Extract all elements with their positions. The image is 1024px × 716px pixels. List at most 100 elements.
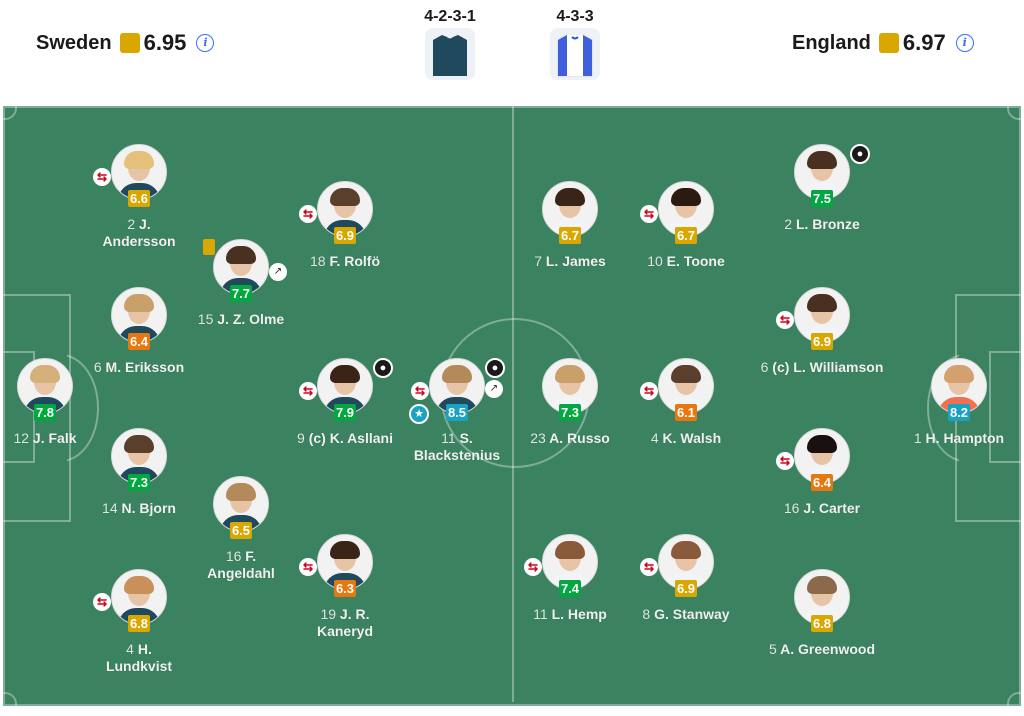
player-name: 16 J. Carter (752, 500, 892, 517)
player-name: 11 S.Blackstenius (387, 430, 527, 464)
player-name-text: K. Walsh (658, 430, 722, 446)
player-name-text: (c) L. Williamson (768, 359, 884, 375)
info-icon[interactable]: i (196, 34, 215, 52)
away-team: England 6.97 i (792, 30, 974, 56)
match-header: Sweden 6.95 i 4-2-3-1 4-3-3 England 6.97… (0, 0, 1024, 106)
player-rating: 8.2 (948, 404, 970, 421)
player-number: 7 (534, 253, 542, 269)
player-name-text: N. Bjorn (117, 500, 176, 516)
player-name-text: E. Toone (662, 253, 725, 269)
player-card[interactable]: 6.8 4 H.Lundkvist ⇆ (69, 569, 209, 674)
player-name-text: S. (455, 430, 473, 446)
player-number: 6 (93, 359, 102, 375)
corner-arc (0, 96, 17, 120)
player-number: 4 (650, 430, 659, 446)
substitution-icon: ⇆ (93, 593, 111, 611)
player-number: 23 (530, 430, 546, 446)
star-icon: ★ (409, 404, 429, 424)
player-name: 5 A. Greenwood (752, 641, 892, 658)
player-rating: 6.1 (675, 404, 697, 421)
player-name: 11 L. Hemp (500, 606, 640, 623)
player-number: 1 (913, 430, 922, 446)
player-rating: 7.4 (559, 580, 581, 597)
player-name: 6 (c) L. Williamson (752, 359, 892, 376)
player-number: 18 (309, 253, 326, 269)
player-number: 2 (127, 216, 136, 232)
player-number: 2 (784, 216, 793, 232)
player-name: 9 (c) K. Asllani (275, 430, 415, 447)
player-number: 8 (642, 606, 651, 622)
player-number: 16 (783, 500, 800, 516)
player-rating: 6.8 (128, 615, 150, 632)
player-number: 14 (102, 500, 118, 516)
info-icon[interactable]: i (955, 34, 974, 52)
player-name-text: Kaneryd (316, 623, 374, 639)
player-name-text: Andersson (102, 233, 176, 249)
player-card[interactable]: 6.4 16 J. Carter ⇆ (752, 428, 892, 516)
player-name-text: F. (241, 548, 257, 564)
player-rating: 7.5 (811, 190, 833, 207)
player-rating: 7.8 (34, 404, 56, 421)
player-name-text: Blackstenius (413, 447, 501, 463)
substitution-icon: ⇆ (299, 382, 317, 400)
assist-boot-icon: ↗ (269, 263, 287, 281)
substitution-icon: ⇆ (640, 382, 658, 400)
substitution-icon: ⇆ (776, 452, 794, 470)
goal-ball-icon: ● (485, 358, 505, 378)
player-rating: 6.5 (230, 522, 252, 539)
substitution-icon: ⇆ (524, 558, 542, 576)
player-name-text: L. Hemp (547, 606, 607, 622)
substitution-icon: ⇆ (411, 382, 429, 400)
player-card[interactable]: 6.1 4 K. Walsh ⇆ (616, 358, 756, 446)
substitution-icon: ⇆ (640, 205, 658, 223)
player-number: 11 (533, 606, 548, 622)
player-name-text: J. Z. Olme (213, 311, 285, 327)
player-name-text: G. Stanway (650, 606, 730, 622)
player-number: 12 (13, 430, 30, 446)
substitution-icon: ⇆ (299, 558, 317, 576)
player-name: 10 E. Toone (616, 253, 756, 270)
player-name-text: H. (133, 641, 152, 657)
player-rating: 6.6 (128, 190, 150, 207)
player-name-text: (c) K. Asllani (304, 430, 393, 446)
player-name-text: Angeldahl (207, 565, 275, 581)
player-name-text: J. R. (336, 606, 370, 622)
corner-arc (1007, 692, 1024, 716)
player-name-text: Lundkvist (105, 658, 173, 674)
corner-arc (1007, 96, 1024, 120)
away-team-name: England (792, 31, 871, 54)
player-number: 10 (647, 253, 663, 269)
home-team-rating: 6.95 (143, 30, 187, 55)
player-number: 4 (126, 641, 134, 657)
player-name-text: M. Eriksson (101, 359, 185, 375)
player-rating: 6.4 (811, 474, 833, 491)
right-goal-box (989, 351, 1023, 463)
player-card[interactable]: 6.5 16 F.Angeldahl (171, 476, 311, 581)
player-name: 2 J.Andersson (69, 216, 209, 250)
player-rating: 6.9 (811, 333, 833, 350)
home-formation: 4-2-3-1 (424, 8, 476, 25)
player-number: 16 (225, 548, 242, 564)
player-name: 4 H.Lundkvist (69, 641, 209, 675)
assist-boot-icon: ↗ (485, 380, 503, 398)
player-card[interactable]: 7.4 11 L. Hemp ⇆ (500, 534, 640, 622)
player-name-text: F. Rolfö (325, 253, 380, 269)
